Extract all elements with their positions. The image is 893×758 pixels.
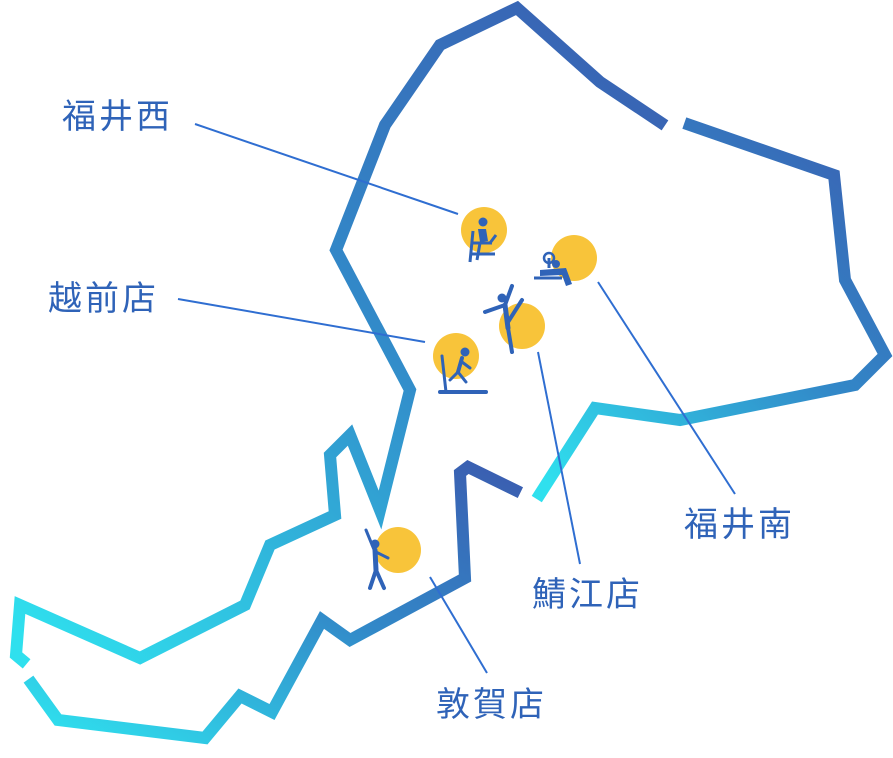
bench-press-icon: [534, 251, 572, 286]
store-marker-tsuruga[interactable]: [364, 527, 421, 590]
store-marker-echizen[interactable]: [433, 333, 488, 394]
store-label-tsuruga[interactable]: 敦賀店: [436, 685, 547, 725]
store-marker-sabae[interactable]: [483, 284, 545, 354]
store-label-fukui-nishi[interactable]: 福井西: [62, 97, 173, 137]
store-marker-fukui-minami[interactable]: [534, 235, 597, 286]
leader-line-fukui-nishi: [194, 123, 459, 215]
prefecture-outline: [9, 0, 893, 745]
outline-segment-east: [531, 117, 893, 503]
treadmill-icon: [438, 347, 488, 394]
marker-circle: [375, 527, 421, 573]
store-label-sabae[interactable]: 鯖江店: [532, 575, 643, 615]
store-label-fukui-minami[interactable]: 福井南: [684, 505, 795, 545]
outline-segment-southwest: [23, 459, 524, 745]
leader-line-echizen: [177, 298, 426, 343]
seated-exercise-icon: [468, 217, 498, 263]
store-marker-fukui-nishi[interactable]: [461, 207, 507, 263]
high-kick-icon: [483, 284, 524, 354]
side-stretch-icon: [364, 528, 390, 590]
leader-line-fukui-minami: [597, 281, 736, 495]
outline-segment-main: [9, 0, 669, 669]
leader-lines: [177, 123, 736, 674]
store-label-echizen[interactable]: 越前店: [48, 279, 159, 319]
leader-line-tsuruga: [429, 576, 488, 674]
leader-line-sabae: [537, 351, 581, 565]
